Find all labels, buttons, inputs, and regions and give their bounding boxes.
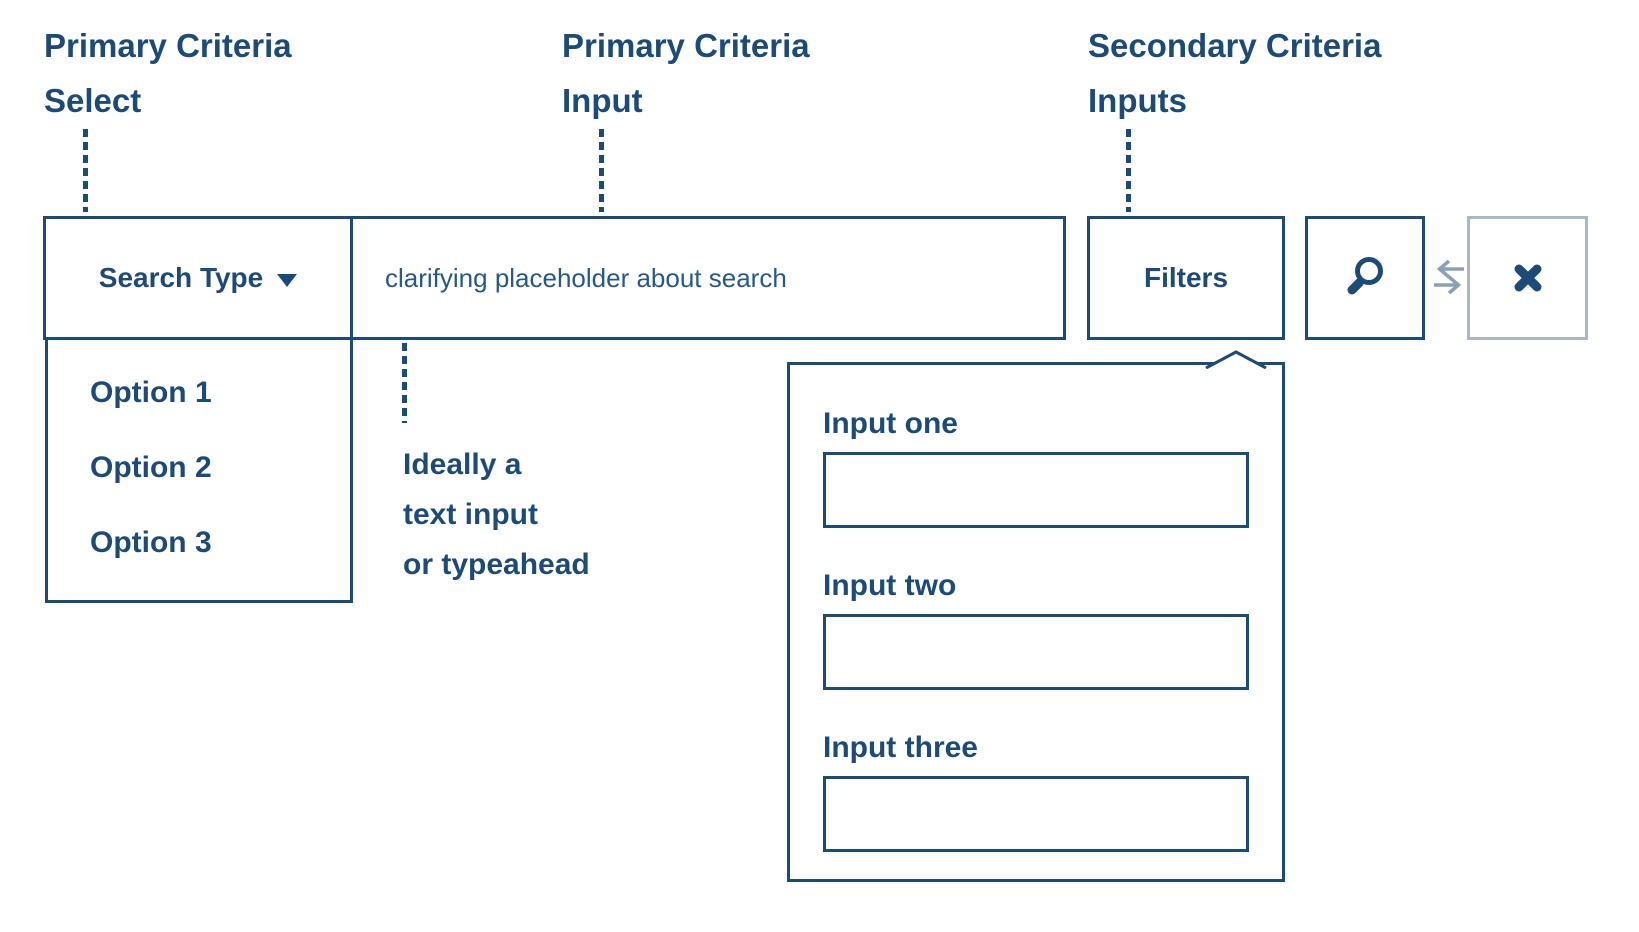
annotation-text-line: Primary Criteria (562, 27, 810, 64)
x-mark-icon (1512, 262, 1544, 294)
dropdown-option[interactable]: Option 2 (90, 450, 212, 484)
filter-field: Input three (823, 732, 1249, 852)
annotation-text-line: Inputs (1088, 82, 1187, 119)
annotation-text-line: text input (403, 498, 538, 531)
annotation-primary-criteria-select: Primary Criteria Select (44, 18, 292, 128)
filter-field: Input one (823, 408, 1249, 528)
filter-input-one[interactable] (823, 452, 1249, 528)
leader-line-select (83, 129, 88, 212)
search-button[interactable] (1305, 216, 1425, 340)
panel-pointer-caret (1205, 350, 1267, 369)
filter-field: Input two (823, 570, 1249, 690)
annotation-typeahead-note: Ideally a text input or typeahead (403, 440, 590, 590)
filter-input-two[interactable] (823, 614, 1249, 690)
filters-panel: Input one Input two Input three (787, 350, 1285, 882)
search-type-label: Search Type (98, 262, 264, 293)
annotation-text-line: Primary Criteria (44, 27, 292, 64)
annotation-secondary-criteria-inputs: Secondary Criteria Inputs (1088, 18, 1381, 128)
annotation-primary-criteria-input: Primary Criteria Input (562, 18, 810, 128)
search-type-select[interactable]: Search Type (43, 216, 353, 340)
search-type-dropdown: Option 1 Option 2 Option 3 (45, 337, 353, 603)
filters-button-label: Filters (1143, 262, 1229, 293)
filter-field-label: Input two (823, 569, 957, 602)
annotation-text-line: or typeahead (403, 548, 590, 581)
leader-line-filters (1126, 129, 1131, 212)
clear-search-button[interactable] (1467, 216, 1588, 340)
annotation-text-line: Input (562, 82, 643, 119)
swap-arrows-icon (1430, 256, 1468, 298)
leader-line-input (599, 129, 604, 212)
dropdown-option[interactable]: Option 3 (90, 525, 212, 559)
filter-field-label: Input one (823, 407, 958, 440)
filters-button[interactable]: Filters (1087, 216, 1285, 340)
dropdown-option[interactable]: Option 1 (90, 375, 212, 409)
annotation-text-line: Ideally a (403, 448, 522, 481)
primary-search-input[interactable] (350, 216, 1066, 340)
filter-input-three[interactable] (823, 776, 1249, 852)
chevron-down-icon (277, 274, 298, 287)
annotation-text-line: Select (44, 82, 142, 119)
annotation-text-line: Secondary Criteria (1088, 27, 1382, 64)
leader-line-note (402, 343, 407, 423)
search-icon (1343, 255, 1387, 301)
filter-field-label: Input three (823, 731, 978, 764)
